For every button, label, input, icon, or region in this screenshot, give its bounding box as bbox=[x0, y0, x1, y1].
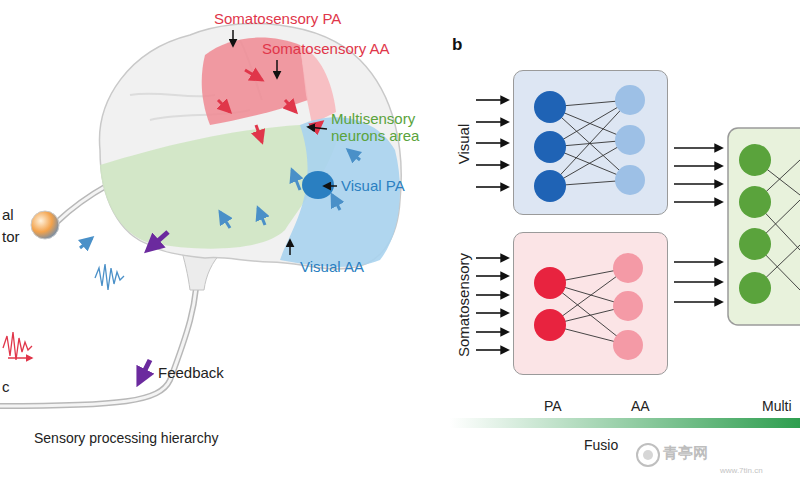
drawing-stroke bbox=[308, 127, 327, 129]
synapse-line bbox=[755, 160, 800, 195]
drawing-stroke bbox=[57, 185, 108, 222]
signal-arrow bbox=[476, 312, 508, 314]
drawing-stroke bbox=[31, 211, 59, 239]
drawing-stroke bbox=[450, 418, 800, 428]
signal-arrow bbox=[476, 186, 508, 188]
drawing-stroke bbox=[0, 262, 197, 406]
synapse-line bbox=[755, 244, 800, 290]
watermark: www.7tin.cn bbox=[720, 466, 763, 475]
drawing-stroke bbox=[302, 171, 334, 199]
signal-arrow bbox=[674, 201, 722, 203]
neuron bbox=[739, 272, 771, 304]
drawing-stroke bbox=[218, 100, 230, 112]
receptor-label: c bbox=[2, 378, 10, 395]
feedback-label: Feedback bbox=[158, 364, 224, 381]
signal-arrow bbox=[476, 331, 508, 333]
drawing-stroke bbox=[0, 262, 197, 406]
signal-arrow bbox=[476, 294, 508, 296]
region-label: Visual PA bbox=[341, 177, 405, 194]
region-label: Somatosensory AA bbox=[262, 40, 390, 57]
drawing-stroke bbox=[276, 60, 278, 78]
neuron bbox=[739, 228, 771, 260]
stage-label: PA bbox=[544, 398, 562, 414]
drawing-stroke bbox=[728, 128, 800, 325]
drawing-stroke bbox=[220, 212, 230, 228]
synapse-line bbox=[755, 202, 800, 250]
drawing-stroke bbox=[285, 100, 296, 112]
drawing-stroke bbox=[289, 240, 291, 255]
drawing-stroke bbox=[140, 360, 150, 380]
drawing-stroke bbox=[100, 24, 402, 269]
drawing-stroke bbox=[637, 444, 659, 466]
fusion-label: Fusio bbox=[584, 437, 618, 453]
drawing-stroke bbox=[3, 332, 32, 360]
region-label: Visual AA bbox=[300, 258, 364, 275]
watermark: 青亭网 bbox=[663, 444, 708, 461]
neuron bbox=[739, 144, 771, 176]
signal-arrow bbox=[476, 99, 508, 101]
caption-text: Sensory processing hierarchy bbox=[34, 430, 218, 446]
drawing-stroke bbox=[258, 208, 265, 225]
drawing-stroke bbox=[95, 264, 124, 290]
drawing-stroke bbox=[643, 450, 653, 460]
neuron bbox=[739, 186, 771, 218]
signal-arrow bbox=[476, 349, 508, 351]
modality-box: Visual bbox=[513, 70, 668, 215]
drawing-stroke bbox=[245, 70, 262, 80]
signal-arrow bbox=[476, 164, 508, 166]
drawing-stroke bbox=[332, 195, 340, 210]
stage-label: Multi bbox=[762, 398, 792, 414]
signal-arrow bbox=[674, 147, 722, 149]
modality-label: Somatosensory bbox=[455, 252, 472, 356]
drawing-stroke bbox=[8, 357, 32, 359]
signal-arrow bbox=[674, 301, 722, 303]
modality-label: Visual bbox=[455, 123, 472, 164]
drawing-stroke bbox=[324, 185, 337, 187]
receptor-label: al bbox=[2, 206, 14, 223]
drawing-stroke bbox=[80, 238, 92, 248]
stage-label: AA bbox=[631, 398, 650, 414]
signal-arrow bbox=[674, 261, 722, 263]
synapse-line bbox=[755, 160, 800, 202]
drawing-stroke bbox=[348, 150, 360, 160]
synapse-line bbox=[755, 200, 800, 244]
receptor-label: tor bbox=[2, 228, 20, 245]
signal-arrow bbox=[476, 142, 508, 144]
synapse-line bbox=[755, 245, 800, 288]
signal-arrow bbox=[476, 257, 508, 259]
drawing-stroke bbox=[150, 232, 168, 248]
brain bbox=[0, 24, 401, 406]
drawing-stroke bbox=[232, 30, 234, 46]
signal-arrow bbox=[674, 165, 722, 167]
region-label: Multisensory neurons area bbox=[331, 110, 423, 145]
drawing-stroke bbox=[292, 170, 300, 190]
signal-arrow bbox=[674, 281, 722, 283]
region-label: Somatosensory PA bbox=[214, 10, 341, 27]
modality-box: Somatosensory bbox=[513, 232, 668, 375]
signal-arrow bbox=[476, 275, 508, 277]
drawing-stroke bbox=[57, 185, 108, 222]
signal-arrow bbox=[476, 121, 508, 123]
panel-letter: b bbox=[452, 35, 462, 55]
drawing-stroke bbox=[256, 125, 262, 142]
signal-arrow bbox=[674, 183, 722, 185]
